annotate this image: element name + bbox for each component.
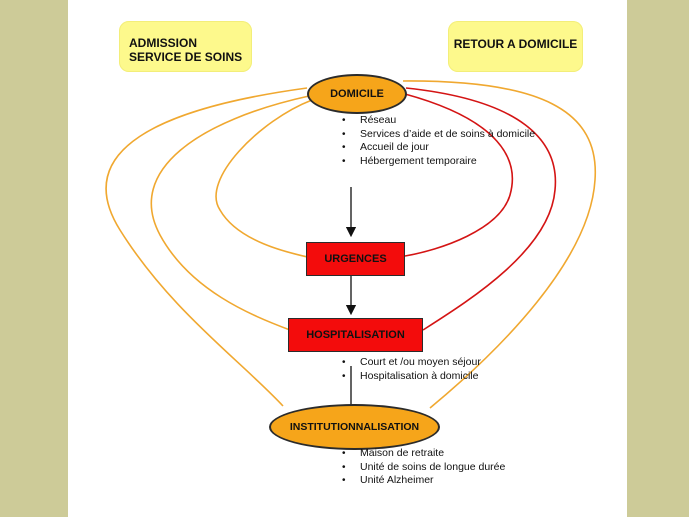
node-urgences-label: URGENCES — [324, 253, 387, 265]
domicile-services-list: Réseau Services d’aide et de soins à dom… — [342, 114, 535, 168]
list-item: Hospitalisation à domicile — [342, 370, 481, 384]
list-item: Services d’aide et de soins à domicile — [342, 128, 535, 142]
list-item: Unité de soins de longue durée — [342, 461, 505, 475]
orange-loop-left-middle — [150, 95, 310, 331]
retour-domicile-note-text: RETOUR A DOMICILE — [453, 37, 578, 51]
admission-note: ADMISSION SERVICE DE SOINS — [119, 21, 252, 72]
node-hospitalisation: HOSPITALISATION — [288, 318, 423, 352]
institutionnalisation-services-list: Maison de retraite Unité de soins de lon… — [342, 447, 505, 488]
list-item: Hébergement temporaire — [342, 155, 535, 169]
hospitalisation-services-list: Court et /ou moyen séjour Hospitalisatio… — [342, 356, 481, 383]
node-institutionnalisation: INSTITUTIONNALISATION — [269, 404, 440, 450]
list-item: Maison de retraite — [342, 447, 505, 461]
orange-loop-right — [402, 80, 597, 409]
list-item: Accueil de jour — [342, 141, 535, 155]
list-item: Court et /ou moyen séjour — [342, 356, 481, 370]
retour-domicile-note: RETOUR A DOMICILE — [448, 21, 583, 72]
admission-note-text: ADMISSION SERVICE DE SOINS — [129, 36, 243, 64]
list-item: Réseau — [342, 114, 535, 128]
right-side-band — [627, 0, 689, 517]
node-urgences: URGENCES — [306, 242, 405, 276]
node-domicile-label: DOMICILE — [330, 88, 384, 100]
red-loop-hospitalisation — [405, 87, 557, 331]
node-hospitalisation-label: HOSPITALISATION — [306, 329, 405, 341]
orange-loop-left-inner — [215, 99, 313, 259]
node-institutionnalisation-label: INSTITUTIONNALISATION — [289, 421, 420, 433]
left-side-band — [0, 0, 68, 517]
orange-loop-left-outer — [105, 87, 308, 407]
list-item: Unité Alzheimer — [342, 474, 505, 488]
node-domicile: DOMICILE — [307, 74, 407, 114]
